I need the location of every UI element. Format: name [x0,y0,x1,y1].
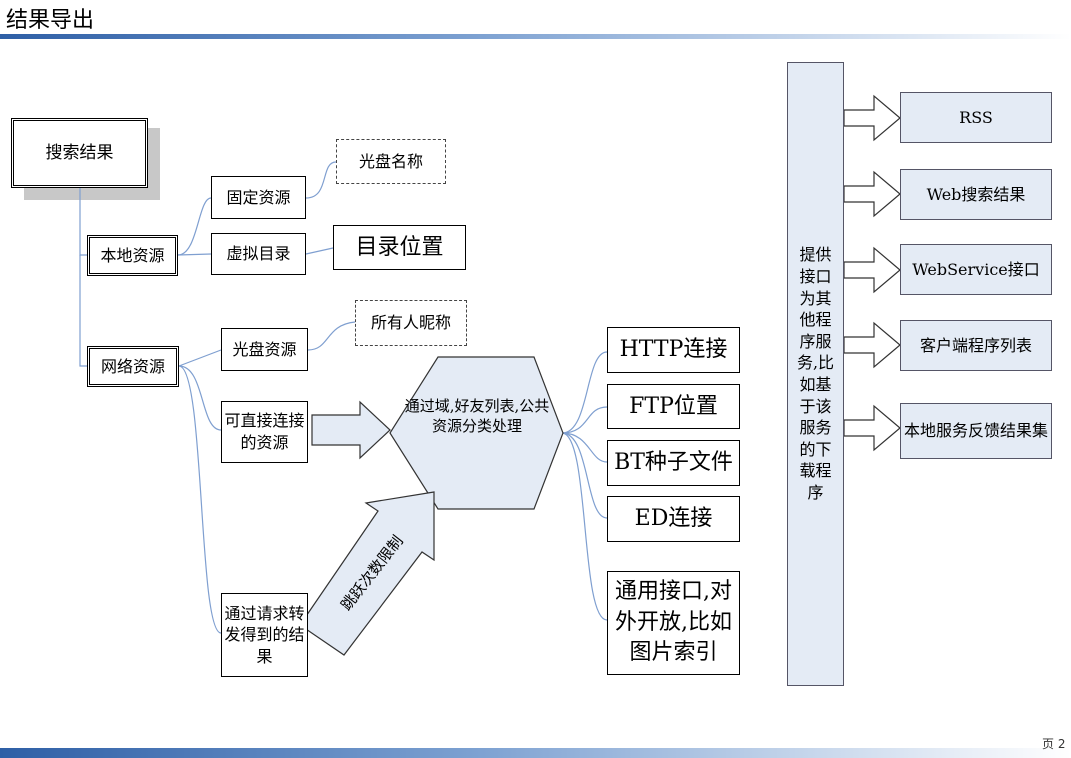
connector-hex-generic [561,432,608,621]
bt-seed-file-node: BT种子文件 [607,440,740,486]
service-arrow-1 [843,94,901,142]
connector-network-disc [178,349,222,367]
service-arrows [843,94,901,452]
connector-virtual-location [305,247,334,255]
service-webservice: WebService接口 [900,244,1052,295]
service-arrow-5 [843,404,901,452]
service-client-list: 客户端程序列表 [900,320,1052,371]
service-arrow-4 [843,321,901,369]
hop-limit-arrow [299,491,435,656]
service-local-feedback: 本地服务反馈结果集 [900,403,1052,459]
page-number: 页 2 [1042,737,1066,751]
connector-local-virtual [177,253,212,256]
connector-fixed-discname [305,161,337,199]
connector-hex-http [561,351,608,434]
fixed-resources-node: 固定资源 [211,176,306,219]
service-arrow-3 [843,246,901,294]
connector-network-forward [178,365,222,634]
disc-resources-node: 光盘资源 [221,328,308,371]
ftp-location-node: FTP位置 [607,384,740,429]
processing-label: 通过域,好友列表,公共资源分类处理 [404,397,550,436]
forwarded-results-node: 通过请求转发得到的结果 [221,593,308,677]
http-link-node: HTTP连接 [607,327,740,373]
ed-link-node: ED连接 [607,496,740,542]
connector-disc-owner [307,321,356,351]
page-title: 结果导出 [6,8,95,33]
service-web-search: Web搜索结果 [900,169,1052,220]
direct-resources-node: 可直接连接的资源 [221,401,308,463]
connector-network-direct [178,365,222,431]
connector-hex-bt [561,432,608,463]
title-underline [0,34,1071,39]
connector-search-network [79,255,87,367]
connector-hex-ftp [561,406,608,434]
processing-hexagon [389,356,564,510]
local-resources-node: 本地资源 [87,235,178,276]
disc-name-node: 光盘名称 [336,139,446,184]
virtual-directory-node: 虚拟目录 [211,233,306,275]
tree-connectors [79,161,608,634]
owner-nickname-node: 所有人昵称 [355,300,467,346]
service-arrow-2 [843,170,901,218]
connector-local-fixed [177,197,212,256]
service-provider-bar: 提供接口为其他程序服务,比如基于该服务的下载程序 [787,62,844,686]
service-rss: RSS [900,92,1052,143]
connector-hex-ed [561,432,608,519]
directory-location-node: 目录位置 [333,225,466,270]
search-results-node: 搜索结果 [11,118,148,188]
direct-to-hex-arrow [311,400,391,460]
generic-interface-node: 通用接口,对外开放,比如图片索引 [607,571,740,675]
footer-bar [0,748,1071,758]
network-resources-node: 网络资源 [87,346,179,387]
